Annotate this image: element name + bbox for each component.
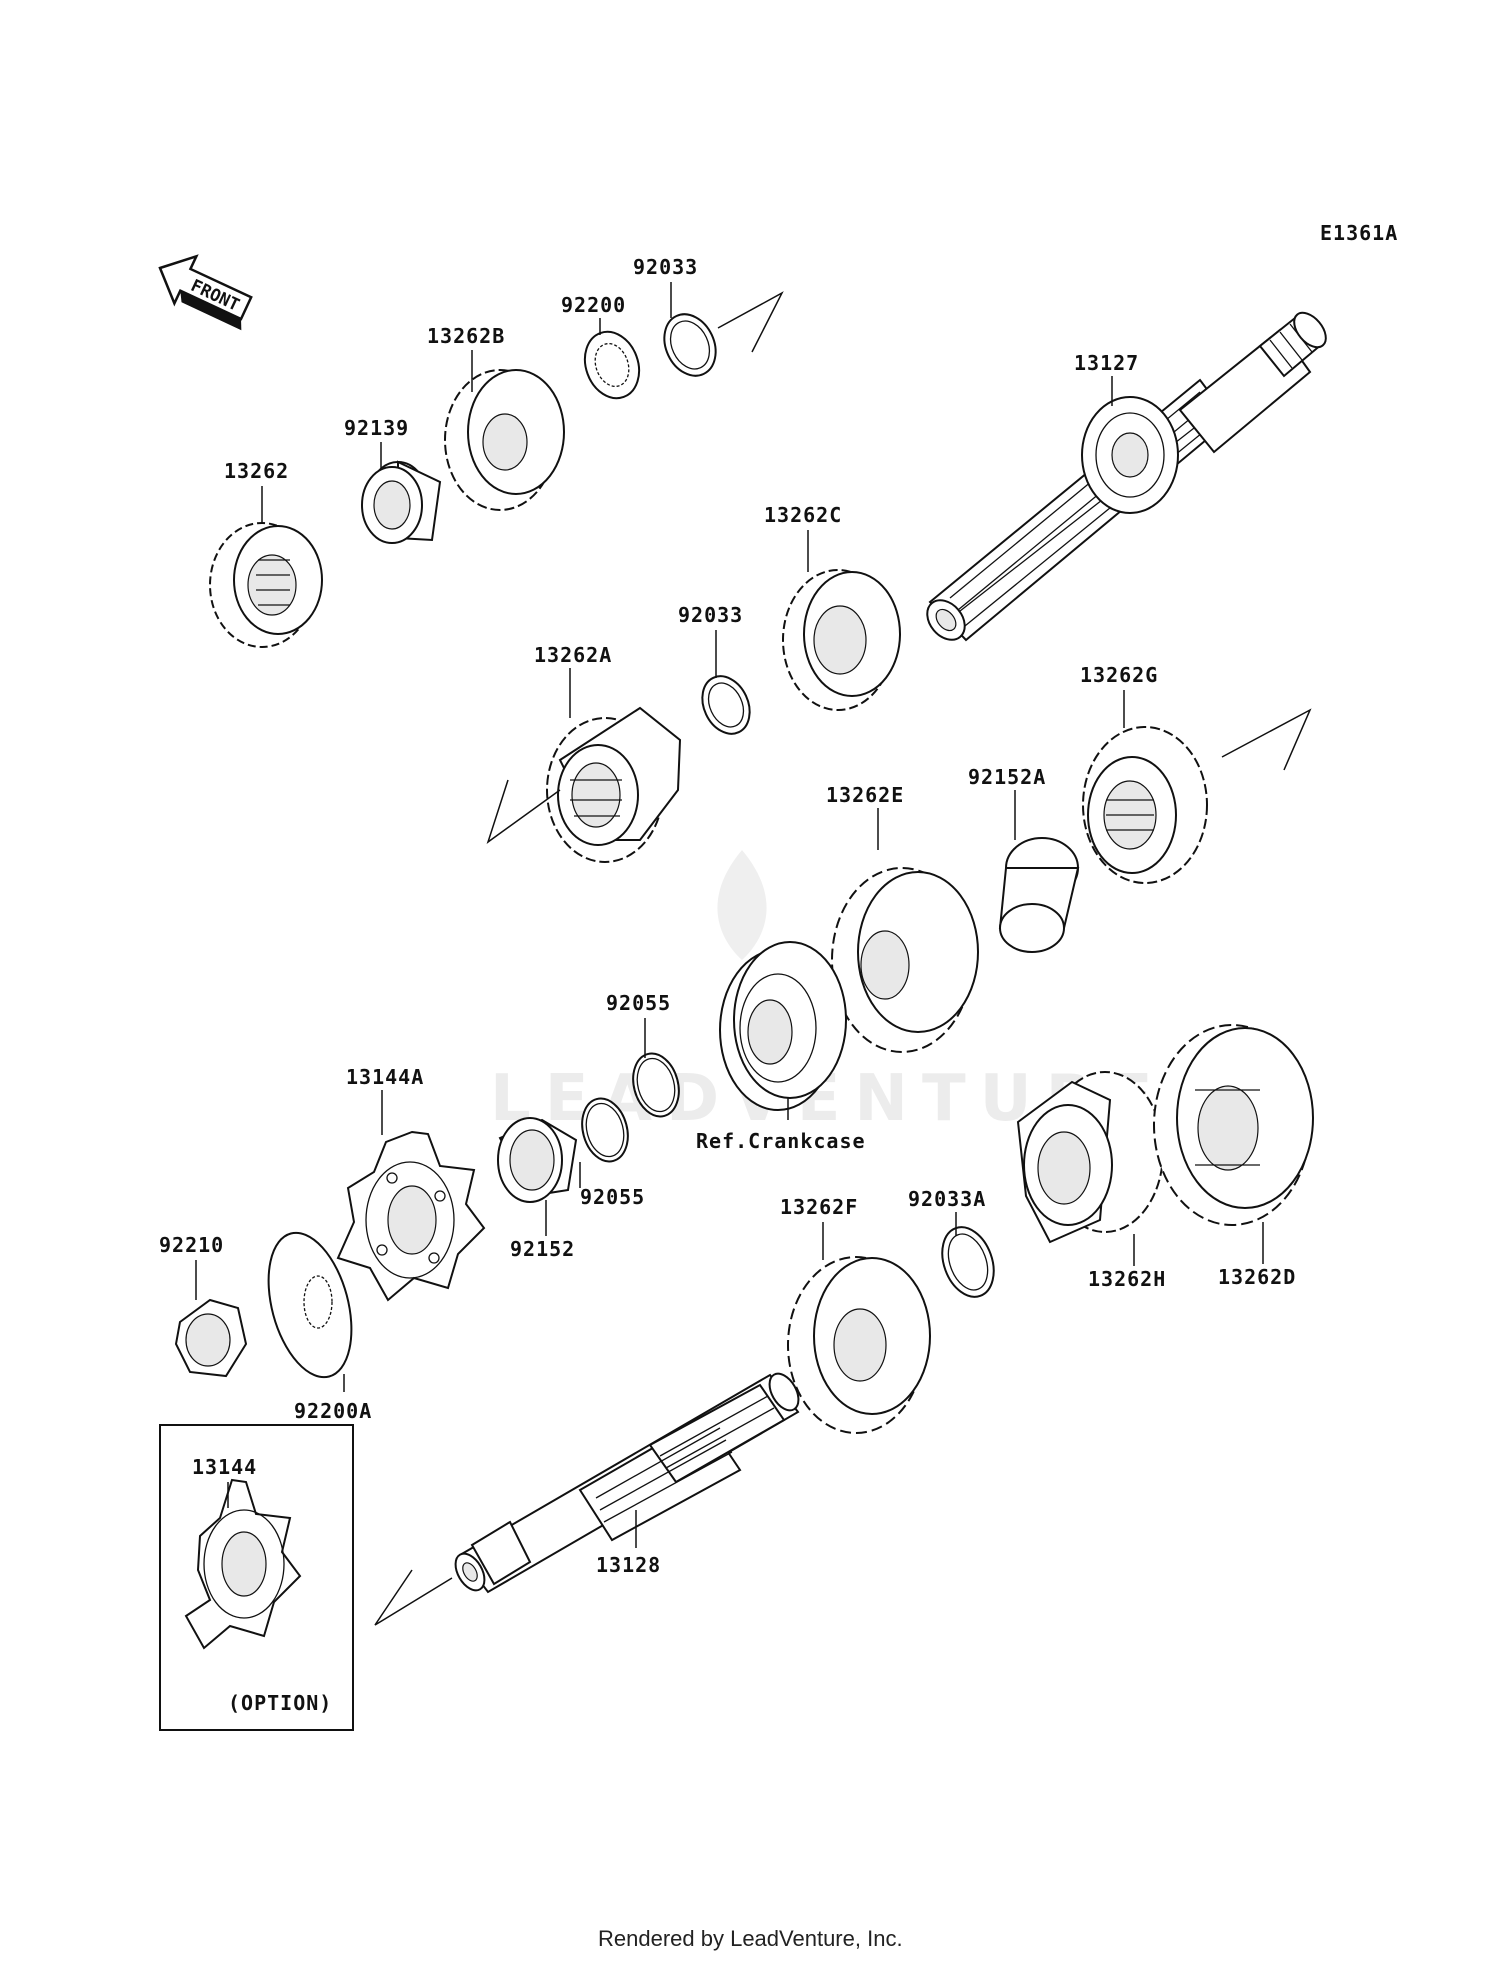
- label-92055-bottom[interactable]: 92055: [580, 1185, 645, 1209]
- gear-13262H: [1016, 1071, 1164, 1244]
- bearing-crankcase: [719, 941, 847, 1111]
- label-13144[interactable]: 13144: [192, 1455, 257, 1479]
- label-13262A[interactable]: 13262A: [534, 643, 612, 667]
- label-92200[interactable]: 92200: [561, 293, 626, 317]
- axis-line-right-mid: [1221, 708, 1312, 771]
- leader-lines: [195, 282, 1264, 1548]
- front-arrow-icon: FRONT: [158, 254, 253, 331]
- axis-line-top: [717, 291, 784, 353]
- label-92210[interactable]: 92210: [159, 1233, 224, 1257]
- gear-13262E: [831, 867, 979, 1053]
- circlip-92033-mid: [701, 675, 751, 735]
- label-92033-top[interactable]: 92033: [633, 255, 698, 279]
- label-13262H[interactable]: 13262H: [1088, 1267, 1166, 1291]
- collar-92152: [497, 1117, 578, 1203]
- bearing-92139: [361, 460, 442, 544]
- label-13262D[interactable]: 13262D: [1218, 1265, 1296, 1289]
- gear-13262F: [787, 1256, 931, 1434]
- washer-92200A: [267, 1231, 353, 1379]
- gear-13262: [209, 522, 323, 648]
- axis-line-left-mid: [486, 779, 561, 844]
- label-92139[interactable]: 92139: [344, 416, 409, 440]
- sprocket-13144: [184, 1478, 302, 1650]
- label-13128[interactable]: 13128: [596, 1553, 661, 1577]
- diagram-code: E1361A: [1320, 221, 1398, 245]
- label-92200A[interactable]: 92200A: [294, 1399, 372, 1423]
- circlip-92033-top: [663, 313, 717, 377]
- gear-13262G: [1082, 726, 1208, 884]
- label-92033A[interactable]: 92033A: [908, 1187, 986, 1211]
- axis-line-bottom: [374, 1569, 453, 1626]
- label-13262G[interactable]: 13262G: [1080, 663, 1158, 687]
- label-92152A[interactable]: 92152A: [968, 765, 1046, 789]
- label-13262B[interactable]: 13262B: [427, 324, 505, 348]
- label-13262F[interactable]: 13262F: [780, 1195, 858, 1219]
- label-92033-mid[interactable]: 92033: [678, 603, 743, 627]
- circlip-92033A: [941, 1226, 995, 1298]
- bushing-92152A: [998, 837, 1080, 953]
- part-labels: 13262 92139 13262B 92200 92033 13127 132…: [159, 255, 1296, 1577]
- gear-13262B: [444, 369, 565, 511]
- label-13144A[interactable]: 13144A: [346, 1065, 424, 1089]
- gear-13262A: [546, 706, 682, 863]
- label-13127[interactable]: 13127: [1074, 351, 1139, 375]
- countershaft-13127: [926, 311, 1327, 642]
- mainshaft-13128: [454, 1372, 800, 1594]
- label-ref-crankcase[interactable]: Ref.Crankcase: [696, 1129, 866, 1153]
- watermark-flame-icon: [717, 850, 767, 960]
- label-92055-top[interactable]: 92055: [606, 991, 671, 1015]
- footer-credit: Rendered by LeadVenture, Inc.: [598, 1926, 903, 1951]
- option-box: (OPTION): [159, 1424, 354, 1731]
- gear-13262C: [782, 569, 901, 711]
- o-ring-92055-bottom: [581, 1097, 629, 1163]
- o-ring-92055-top: [632, 1052, 680, 1118]
- option-label: (OPTION): [228, 1691, 332, 1715]
- nut-92210: [174, 1298, 248, 1378]
- label-92152[interactable]: 92152: [510, 1237, 575, 1261]
- sprocket-13144A: [336, 1130, 486, 1302]
- label-13262C[interactable]: 13262C: [764, 503, 842, 527]
- label-13262[interactable]: 13262: [224, 459, 289, 483]
- washer-92200: [583, 330, 641, 400]
- gear-13262D: [1153, 1024, 1314, 1226]
- label-13262E[interactable]: 13262E: [826, 783, 904, 807]
